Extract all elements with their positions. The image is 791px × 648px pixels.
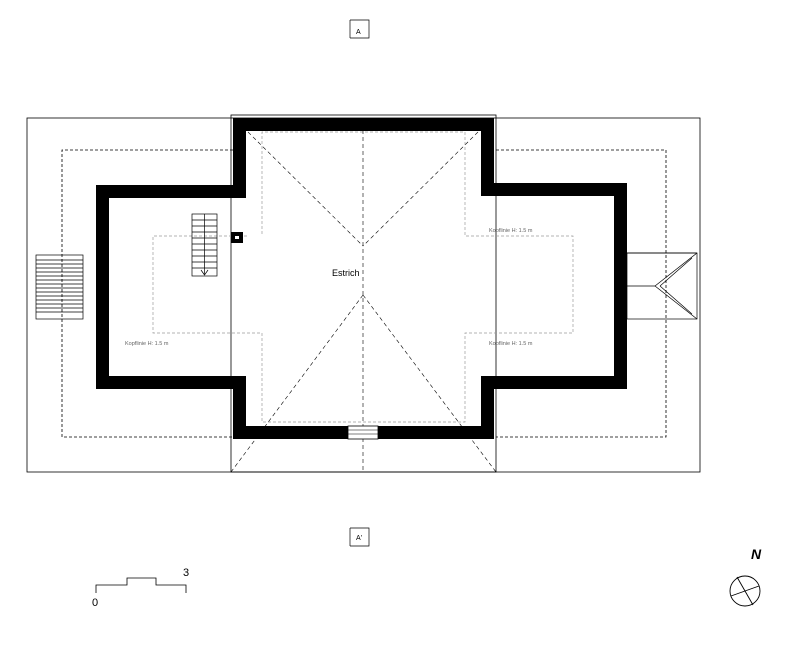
head-height-label-ne: Kopflinie H: 1.5 m (489, 228, 533, 234)
exterior-wall (96, 118, 627, 439)
compass-circle-icon (729, 575, 761, 607)
section-marker-bottom: A' (349, 527, 370, 547)
north-arrow: N (729, 546, 762, 607)
chimney (231, 232, 243, 243)
internal-stair (191, 213, 218, 277)
section-marker-top-label: A (356, 29, 361, 36)
scale-bar-end-label: 3 (183, 567, 189, 579)
head-height-label-sw: Kopflinie H: 1.5 m (125, 341, 169, 347)
north-label: N (751, 546, 762, 562)
roof-outline (26, 114, 701, 473)
east-dormer (626, 252, 698, 320)
section-marker-bottom-label: A' (356, 535, 362, 542)
roof-projection-dashed (61, 149, 667, 438)
roof-hip-lines (230, 130, 497, 473)
section-marker-top: A (349, 19, 370, 39)
head-height-label-se: Kopflinie H: 1.5 m (489, 341, 533, 347)
west-external-stair (35, 254, 84, 320)
head-height-line (152, 131, 574, 423)
room-label: Estrich (332, 268, 360, 278)
south-window (347, 425, 379, 440)
scale-bar: 0 3 (92, 567, 189, 609)
scale-bar-start-label: 0 (92, 597, 98, 609)
